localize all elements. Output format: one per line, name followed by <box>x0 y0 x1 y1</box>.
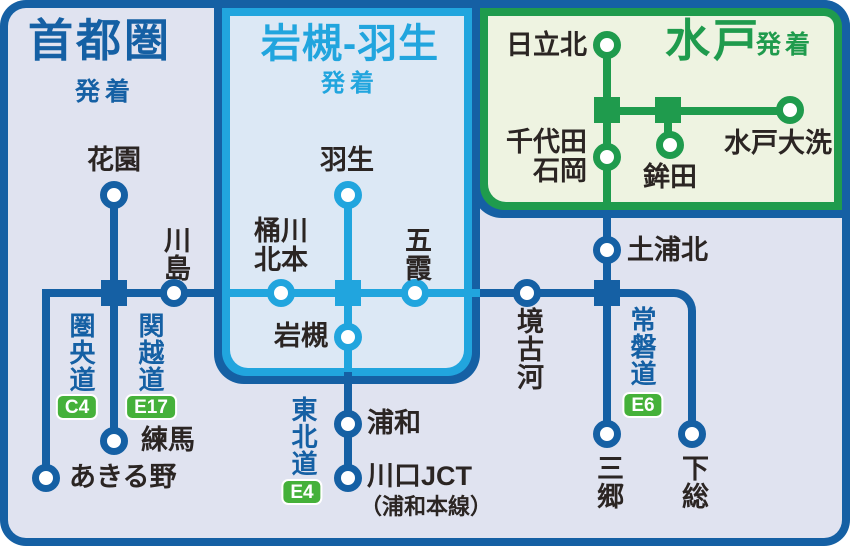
station-label-hitachi-kita: 日立北 <box>506 30 587 60</box>
station-label-okegawa-kitamoto: 桶川北本 <box>254 216 308 275</box>
station-label-misato: 三郷 <box>593 454 623 510</box>
station-node-shimofusa <box>678 420 706 448</box>
station-label-kawaguchi-jct: 川口JCT <box>367 461 473 491</box>
region-subtitle-mito: 発着 <box>756 31 815 59</box>
station-label-mito-oarai: 水戸大洗 <box>724 128 832 158</box>
region-subtitle-iwatsuki-hanyu: 発着 <box>321 70 379 97</box>
station-node-hitachi-kita <box>593 31 621 59</box>
line-mito-horizontal <box>607 107 792 115</box>
line-kanetsudo <box>110 195 118 445</box>
road-badge-e4: E4 <box>281 479 323 505</box>
junction-square-mito-east <box>655 97 681 123</box>
station-label-kawaguchi-jct-sub: （浦和本線） <box>360 494 493 519</box>
station-node-hanazono <box>100 181 128 209</box>
road-label-tohokudo: 東北道 <box>288 396 318 477</box>
region-subtitle-shutoken: 発着 <box>74 78 135 106</box>
junction-square-kenodo-kanetsudo <box>101 280 127 306</box>
line-jobando <box>603 210 611 438</box>
station-label-tsuchiura-kita: 土浦北 <box>627 235 708 265</box>
station-node-kawajima <box>160 279 188 307</box>
station-label-hanazono: 花園 <box>87 145 141 175</box>
region-title-mito: 水戸 <box>665 15 762 66</box>
station-label-nerima: 練馬 <box>141 425 195 455</box>
station-label-chiyoda-ishioka: 千代田石岡 <box>506 127 587 186</box>
station-label-shimofusa: 下総 <box>678 454 708 510</box>
station-node-nerima <box>100 427 128 455</box>
region-title-shutoken: 首都圏 <box>28 15 173 66</box>
station-node-misato <box>593 420 621 448</box>
road-label-jobando: 常磐道 <box>627 306 657 387</box>
line-main-east <box>480 289 610 297</box>
road-label-kenodo: 圏央道 <box>66 312 96 393</box>
junction-square-jobando <box>594 280 620 306</box>
station-node-tsuchiura-kita <box>593 236 621 264</box>
station-node-sakai-koga <box>513 279 541 307</box>
station-node-akiruno <box>32 464 60 492</box>
station-node-goka <box>401 279 429 307</box>
station-node-kawaguchi-jct <box>334 464 362 492</box>
line-main-west <box>42 289 224 297</box>
road-badge-c4: C4 <box>55 394 99 420</box>
station-node-chiyoda-ishioka <box>593 143 621 171</box>
station-node-mito-oarai <box>776 96 804 124</box>
line-hokota <box>664 110 672 148</box>
junction-square-mito-west <box>594 97 620 123</box>
junction-square-iwatsuki <box>335 280 361 306</box>
station-label-hokota: 鉾田 <box>643 162 697 192</box>
station-node-hokota <box>656 131 684 159</box>
station-node-iwatsuki <box>334 323 362 351</box>
line-mito-vertical <box>603 45 611 213</box>
station-label-kawajima: 川島 <box>160 226 190 282</box>
station-label-goka: 五霞 <box>401 226 431 282</box>
line-kenodo <box>42 289 50 482</box>
station-label-urawa: 浦和 <box>367 408 421 438</box>
station-label-sakai-koga: 境古河 <box>513 307 543 391</box>
station-label-iwatsuki: 岩槻 <box>274 321 328 351</box>
road-badge-e17: E17 <box>125 394 177 420</box>
station-node-hanyu <box>334 181 362 209</box>
line-shimofusa-corner <box>600 289 696 439</box>
station-node-okegawa-kitamoto <box>267 279 295 307</box>
station-node-urawa <box>334 410 362 438</box>
station-label-hanyu: 羽生 <box>320 145 374 175</box>
region-title-iwatsuki-hanyu: 岩槻-羽生 <box>260 22 440 66</box>
station-label-akiruno: あきる野 <box>69 462 177 492</box>
road-badge-e6: E6 <box>622 392 664 418</box>
road-label-kanetsudo: 関越道 <box>135 312 165 393</box>
